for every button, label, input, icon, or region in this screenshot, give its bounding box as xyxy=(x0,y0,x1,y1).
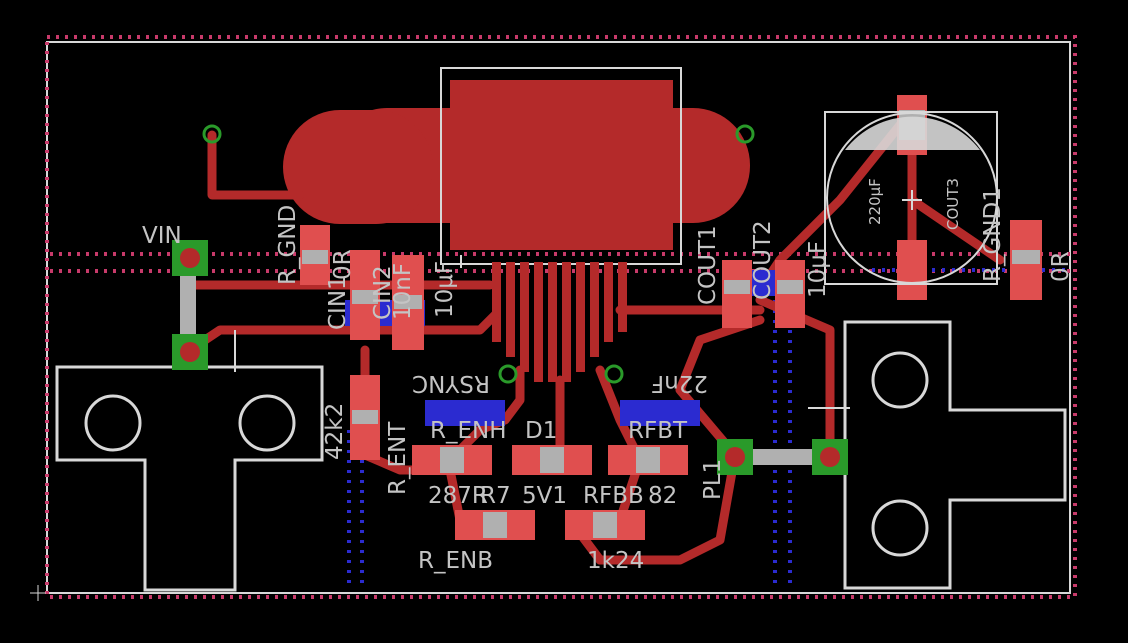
origin-marker xyxy=(30,585,46,601)
label-or-2: 0R xyxy=(1048,251,1074,282)
label-or-1: 0R xyxy=(330,249,356,280)
label-cout1: COUT1 xyxy=(695,225,721,305)
vias xyxy=(202,124,755,384)
label-1k24: 1k24 xyxy=(587,548,644,574)
board-outline xyxy=(46,41,1071,594)
label-r-enh: R_ENH xyxy=(430,418,507,444)
label-r-enb: R_ENB xyxy=(418,548,493,574)
label-rsync: RSYNC xyxy=(412,370,490,396)
regulator-outline xyxy=(440,67,682,265)
label-cout2: COUT2 xyxy=(750,220,776,300)
label-cout3: COUT3 xyxy=(944,178,962,230)
terminal-block-left xyxy=(55,365,324,592)
label-r-ent: R_ENT xyxy=(385,421,411,495)
label-d1: D1 xyxy=(525,418,557,444)
label-r-gnd1: R_GND1 xyxy=(980,187,1006,282)
label-22nf: 22nF xyxy=(651,370,708,396)
label-r7: R7 xyxy=(480,483,511,509)
label-5v1: 5V1 xyxy=(522,483,567,509)
label-rfbb: RFBB xyxy=(583,483,644,509)
label-pl1: PL1 xyxy=(700,459,726,500)
label-10uf-2: 10μF xyxy=(805,241,831,298)
label-82: 82 xyxy=(648,483,677,509)
label-287r: 287R xyxy=(428,483,488,509)
label-cin1: CIN1 xyxy=(325,275,351,330)
label-10uf-1: 10μF xyxy=(432,261,458,318)
label-rfbt: RFBT xyxy=(628,418,688,444)
label-vin: VIN xyxy=(142,223,182,249)
label-10nf: 10nF xyxy=(390,263,416,320)
regulator-copper-pour xyxy=(283,80,750,250)
through-hole-pads xyxy=(172,240,850,475)
copper-pour-border xyxy=(45,35,1077,599)
electrolytic-capacitor xyxy=(824,111,998,285)
label-cin2: CIN2 xyxy=(370,265,396,320)
label-220uf: 220μF xyxy=(866,178,884,225)
terminal-block-right xyxy=(843,320,1067,590)
regulator-pins xyxy=(492,262,627,382)
label-r-gnd: R_GND xyxy=(275,205,301,285)
label-42k2: 42k2 xyxy=(322,403,348,460)
silkscreen-labels: VIN R_GND 0R CIN1 CIN2 10nF 10μF COUT1 C… xyxy=(142,178,1074,574)
